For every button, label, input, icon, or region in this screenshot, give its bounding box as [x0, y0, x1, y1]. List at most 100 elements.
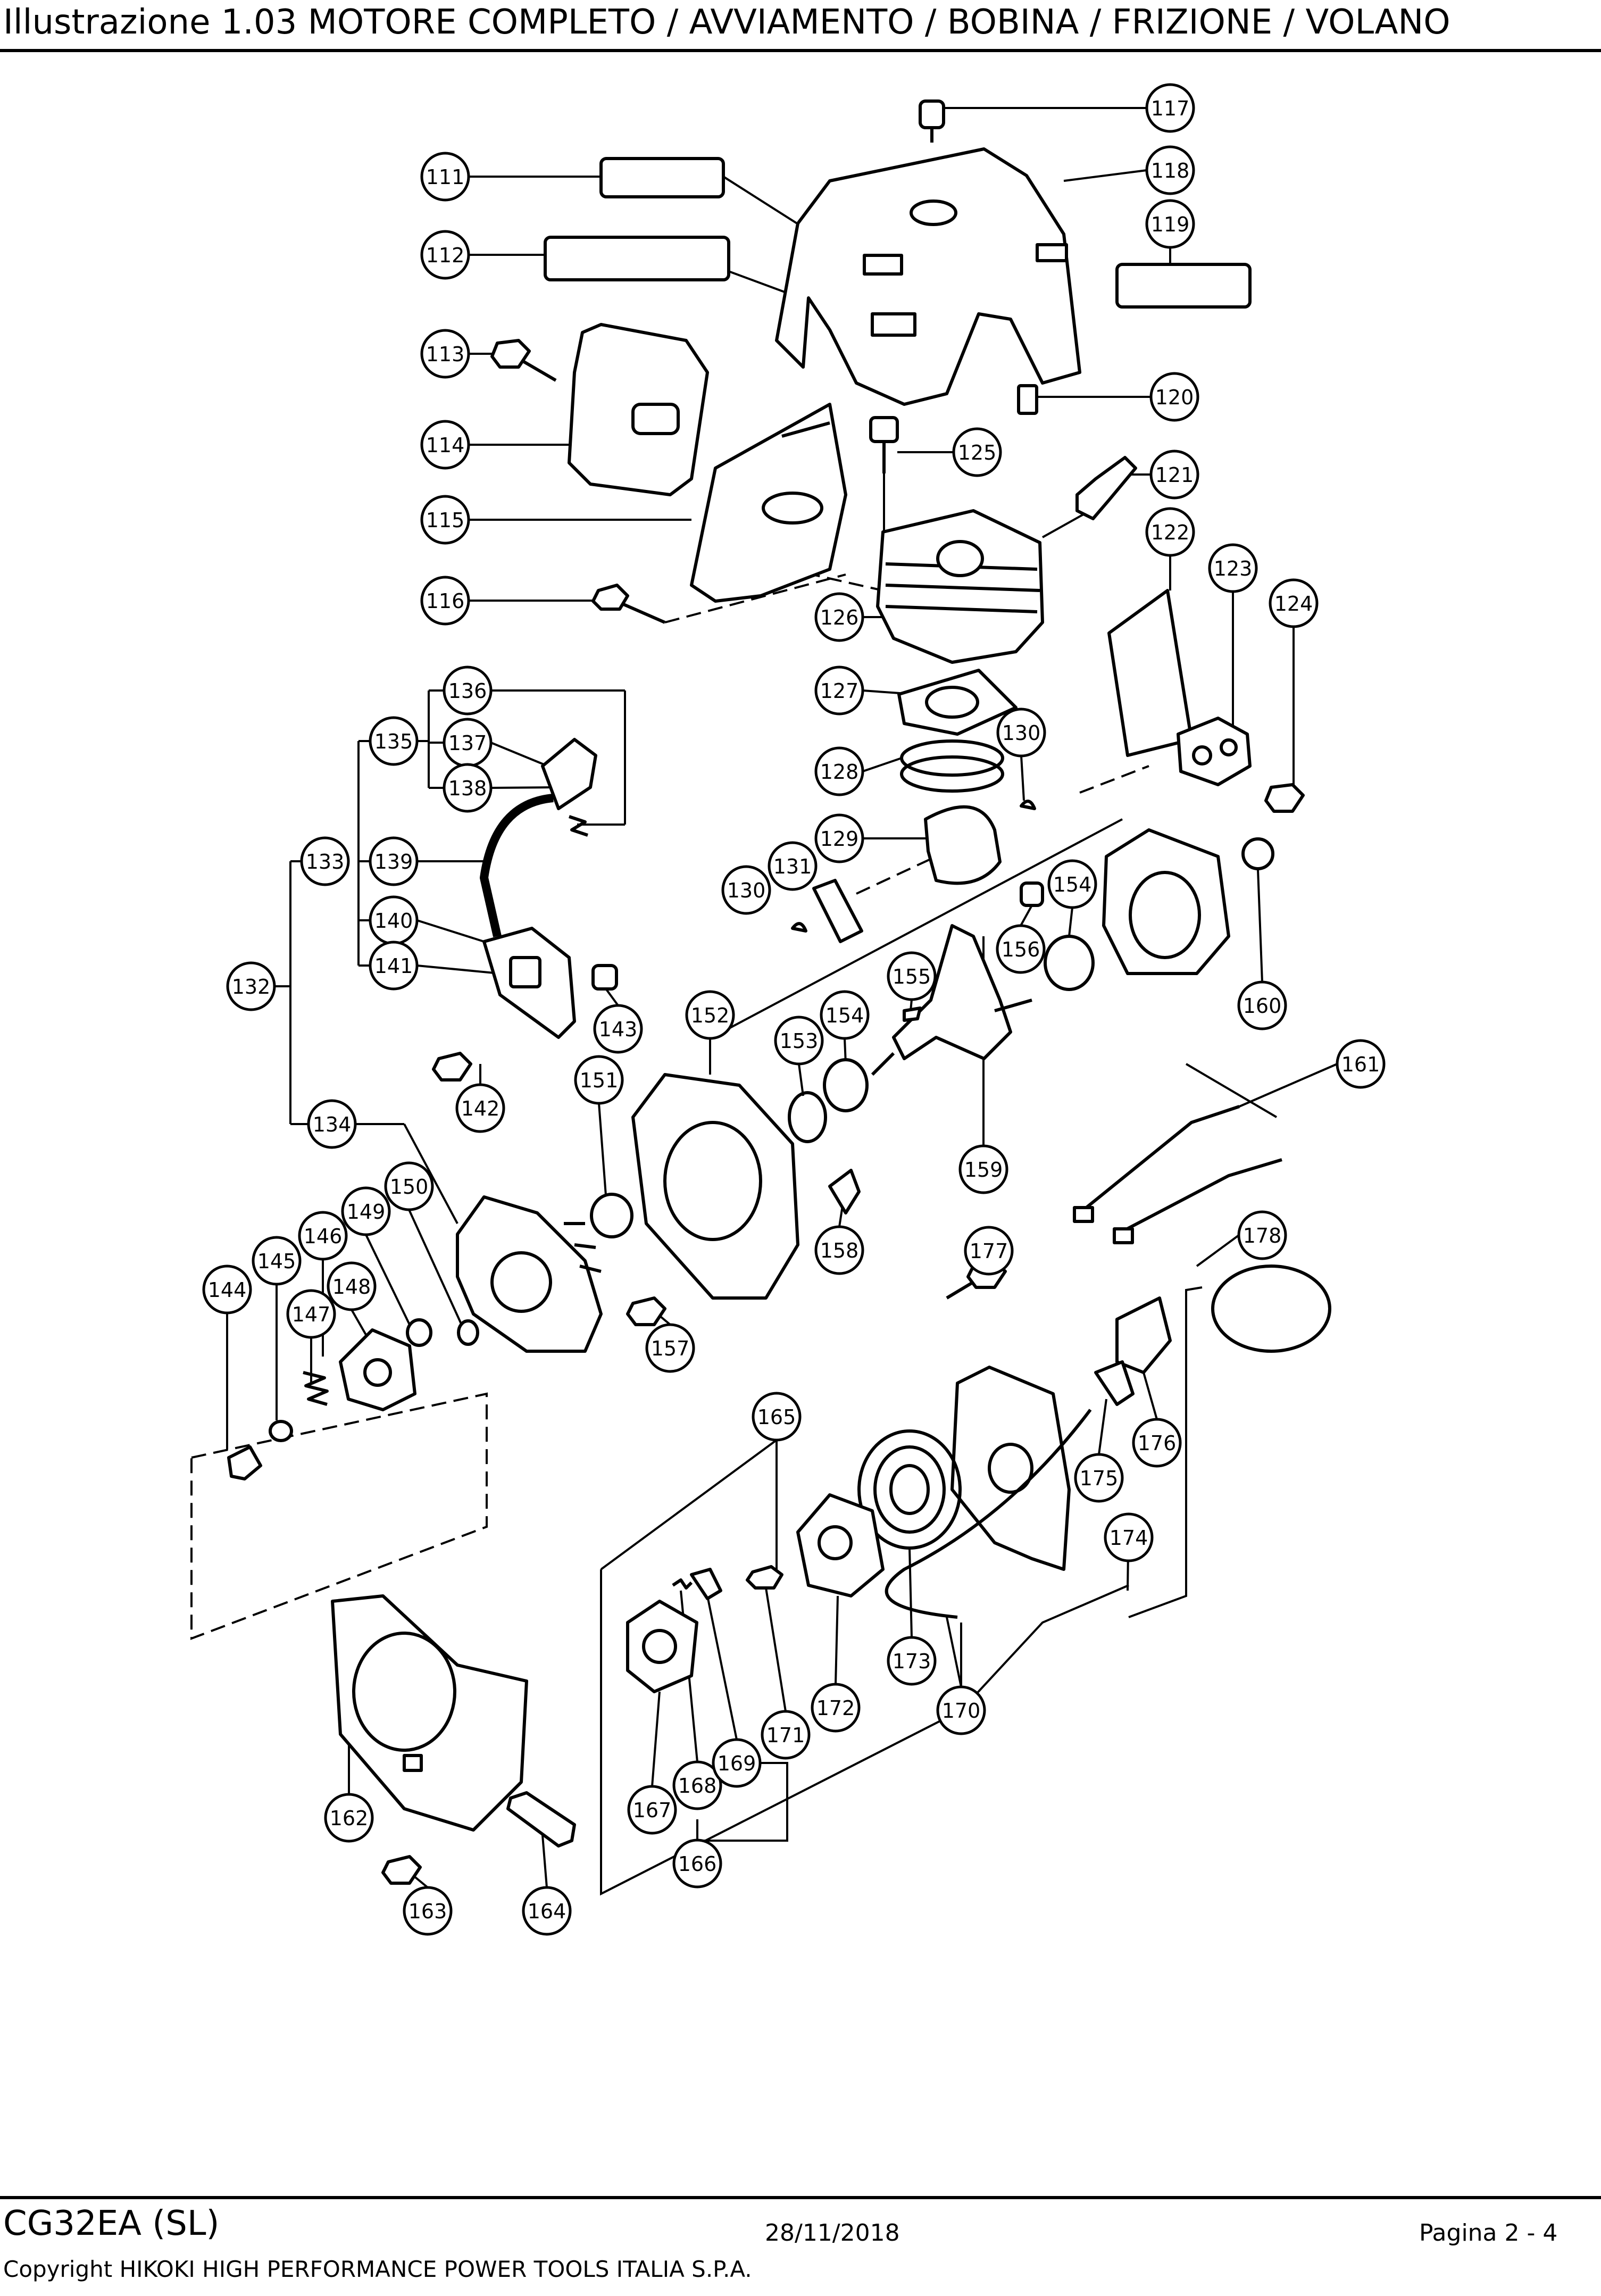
callout-143: 143 [593, 1004, 643, 1054]
callout-label: 136 [448, 679, 487, 703]
callout-label: 133 [306, 850, 345, 874]
engine-shroud [775, 147, 1081, 406]
callout-178: 178 [1237, 1210, 1287, 1260]
insulator-123 [1177, 717, 1252, 786]
starter-handle [1115, 1296, 1172, 1374]
label-box-111 [599, 157, 725, 198]
gasket-122 [1107, 589, 1193, 757]
callout-label: 124 [1274, 592, 1313, 615]
callout-label: 150 [390, 1175, 429, 1199]
callout-label: 157 [651, 1337, 690, 1360]
callout-177: 177 [964, 1226, 1014, 1276]
callout-150: 150 [384, 1161, 434, 1211]
bolt-113 [490, 339, 531, 369]
callout-label: 113 [426, 343, 465, 366]
callout-label: 158 [820, 1239, 859, 1262]
piston-clip-a [1020, 800, 1036, 810]
callout-label: 129 [820, 827, 859, 851]
callout-label: 134 [313, 1113, 352, 1136]
callout-label: 175 [1080, 1467, 1119, 1490]
callout-123: 123 [1208, 543, 1258, 593]
callout-label: 130 [727, 879, 766, 902]
callout-158: 158 [814, 1225, 864, 1275]
callout-label: 135 [374, 730, 413, 753]
callout-label: 138 [448, 777, 487, 800]
callout-label: 151 [580, 1069, 619, 1092]
callout-134: 134 [307, 1099, 357, 1149]
callout-label: 130 [1002, 721, 1041, 745]
callout-164: 164 [522, 1886, 572, 1936]
piston-ring-b [900, 755, 1004, 793]
callout-126: 126 [814, 592, 864, 642]
callout-label: 141 [374, 954, 413, 978]
piston-ring-a [900, 739, 1004, 777]
copyright: Copyright HIKOKI HIGH PERFORMANCE POWER … [3, 2256, 752, 2282]
callout-label: 168 [678, 1774, 717, 1798]
shroud-label-c [1036, 243, 1068, 262]
bolt-163 [381, 1855, 422, 1885]
callout-label: 117 [1151, 97, 1190, 120]
callout-label: 111 [426, 165, 465, 189]
bearing-154-a [1044, 935, 1095, 991]
callout-117: 117 [1145, 83, 1195, 133]
callout-label: 152 [691, 1004, 730, 1027]
spacer-143 [591, 964, 618, 991]
callout-label: 146 [304, 1225, 343, 1248]
callout-label: 114 [426, 434, 465, 457]
part-callouts: 1111121131141151161171181191201211221231… [202, 83, 1386, 1936]
callout-label: 154 [825, 1004, 864, 1027]
callout-label: 147 [292, 1303, 331, 1326]
callout-label: 169 [718, 1752, 756, 1775]
callout-label: 162 [330, 1807, 369, 1830]
callout-142: 142 [455, 1083, 505, 1133]
callout-label: 159 [964, 1158, 1003, 1182]
callout-label: 139 [374, 850, 413, 874]
callout-label: 164 [528, 1900, 566, 1923]
callout-125: 125 [952, 427, 1002, 477]
callout-label: 163 [408, 1900, 447, 1923]
callout-138: 138 [443, 763, 493, 813]
document-date: 28/11/2018 [765, 2219, 900, 2247]
callout-172: 172 [811, 1683, 861, 1733]
callout-label: 137 [448, 731, 487, 755]
callout-119: 119 [1145, 199, 1195, 249]
page-title: Illustrazione 1.03 MOTORE COMPLETO / AVV… [3, 3, 1450, 42]
callout-146: 146 [298, 1211, 348, 1261]
label-box-119 [1115, 263, 1252, 309]
callout-133: 133 [300, 836, 350, 886]
callout-132: 132 [226, 961, 276, 1011]
callout-label: 161 [1341, 1053, 1380, 1076]
callout-116: 116 [420, 576, 470, 626]
callout-label: 112 [426, 244, 465, 267]
callout-144: 144 [202, 1265, 252, 1315]
pawl-spring [672, 1578, 693, 1590]
wrench [506, 1791, 576, 1848]
callout-162: 162 [324, 1793, 374, 1843]
bolt-125 [869, 416, 899, 443]
callout-label: 166 [678, 1852, 717, 1876]
callout-154: 154 [820, 990, 870, 1040]
clutch-spring [303, 1371, 329, 1406]
callout-label: 123 [1214, 557, 1253, 580]
callout-label: 148 [332, 1275, 371, 1299]
needle-bearing [1020, 881, 1044, 907]
callout-176: 176 [1132, 1418, 1182, 1468]
callout-label: 128 [820, 760, 859, 784]
callout-label: 173 [893, 1650, 931, 1673]
cover-gasket [1211, 1265, 1331, 1353]
callout-label: 119 [1151, 213, 1190, 236]
callout-175: 175 [1074, 1453, 1124, 1503]
callout-label: 156 [1002, 938, 1040, 961]
shroud-label-a [863, 254, 903, 276]
nut-149 [406, 1318, 432, 1347]
callout-111: 111 [420, 152, 470, 202]
bolt-116 [591, 584, 629, 611]
callout-label: 122 [1151, 521, 1190, 544]
callout-152: 152 [685, 990, 735, 1040]
callout-label: 143 [599, 1018, 638, 1041]
callout-151: 151 [574, 1055, 624, 1105]
callout-label: 144 [208, 1278, 247, 1302]
callout-163: 163 [403, 1886, 453, 1936]
woodruff-key [903, 1006, 922, 1022]
callout-120: 120 [1149, 372, 1199, 422]
